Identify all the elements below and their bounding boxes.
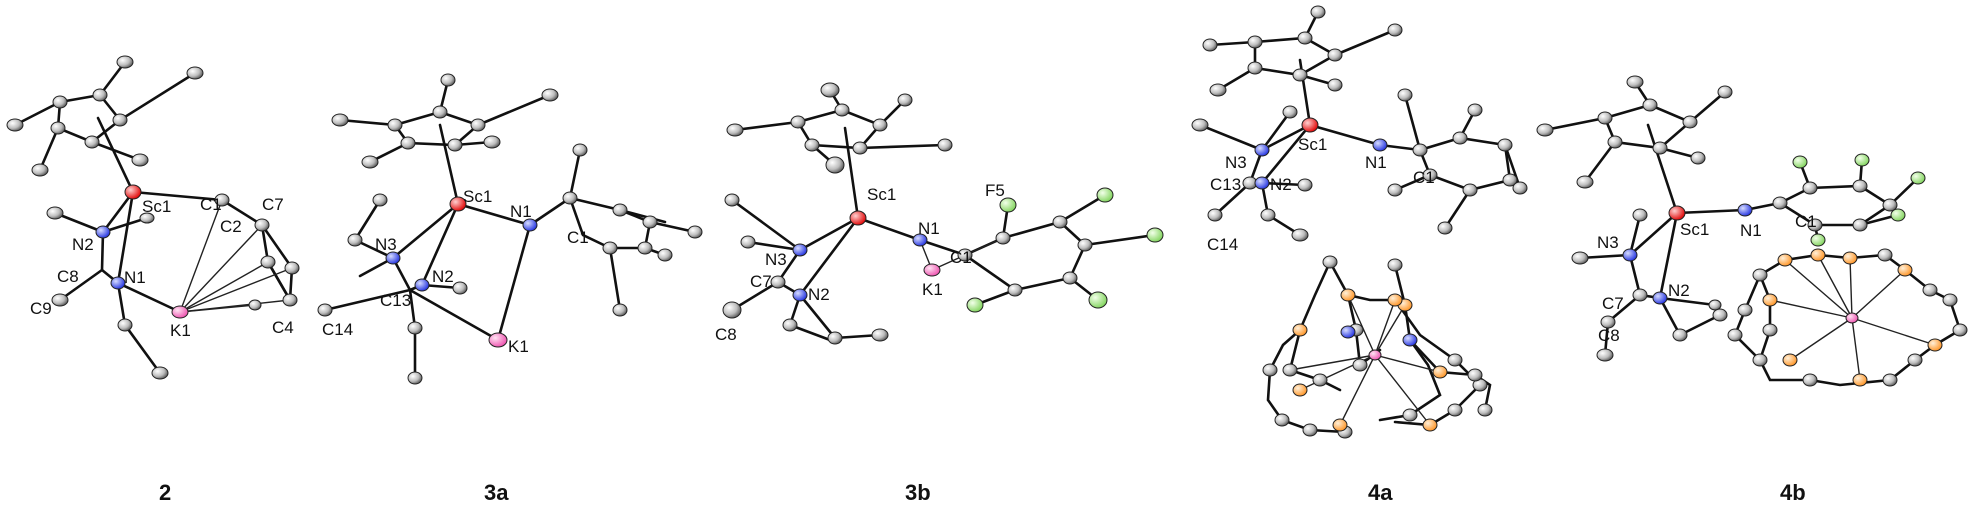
atom-label-c1: C1 — [567, 228, 589, 247]
atom-label-n1: N1 — [1365, 153, 1387, 172]
atom-label-c1: C1 — [950, 248, 972, 267]
cage-contacts — [1289, 294, 1441, 426]
atom-label-c7: C7 — [750, 272, 772, 291]
atom-label-c13: C13 — [1210, 175, 1241, 194]
atom-label-c1: C1 — [1413, 168, 1435, 187]
atom-label-sc1: Sc1 — [463, 187, 492, 206]
atom-label-c14: C14 — [1207, 235, 1238, 254]
panel-2-structure: Sc1 C1 C7 C2 N2 N1 C8 C9 K1 C4 2 — [6, 55, 300, 505]
atom-label-n1: N1 — [510, 202, 532, 221]
atom-label-sc1: Sc1 — [1298, 135, 1327, 154]
atom-label-k1: K1 — [170, 321, 191, 340]
atom-label-f5: F5 — [985, 181, 1005, 200]
atom-label-n2: N2 — [1270, 175, 1292, 194]
panel-label-3b: 3b — [905, 480, 931, 505]
panel-label-2: 2 — [159, 480, 171, 505]
atom-label-c1: C1 — [200, 195, 222, 214]
atom-label-k1: K1 — [922, 280, 943, 299]
atom-label-n2: N2 — [432, 267, 454, 286]
panel-label-4a: 4a — [1368, 480, 1393, 505]
panel-4b-structure: Sc1 N1 C1 N3 C7 N2 C8 4b — [1536, 75, 1968, 505]
atom-label-n2: N2 — [808, 285, 830, 304]
atom-label-n2: N2 — [1668, 281, 1690, 300]
atom-label-c7: C7 — [1602, 294, 1624, 313]
panel-label-4b: 4b — [1780, 480, 1806, 505]
atom-label-c7: C7 — [262, 195, 284, 214]
atom-label-c1: C1 — [1795, 212, 1817, 231]
atom-label-k1: K1 — [508, 337, 529, 356]
panel-3a-structure: Sc1 N1 N3 C1 N2 C13 C14 K1 3a — [317, 73, 703, 505]
atom-label-c4: C4 — [272, 318, 294, 337]
atom-label-c8: C8 — [1598, 326, 1620, 345]
atom-label-sc1: Sc1 — [1680, 220, 1709, 239]
atom-label-n2: N2 — [72, 235, 94, 254]
atom-label-n3: N3 — [1597, 233, 1619, 252]
panel-label-3a: 3a — [484, 480, 509, 505]
atom-label-c2: C2 — [220, 217, 242, 236]
atom-label-c8: C8 — [715, 325, 737, 344]
atom-label-n3: N3 — [765, 250, 787, 269]
atom-label-sc1: Sc1 — [142, 197, 171, 216]
panel-3b-structure: Sc1 F5 N1 N3 C1 C7 K1 N2 C8 3b — [715, 82, 1164, 505]
crown-contacts — [1769, 254, 1936, 381]
atom-label-n1: N1 — [1740, 221, 1762, 240]
atom-label-n1: N1 — [124, 268, 146, 287]
atom-label-n1: N1 — [918, 219, 940, 238]
atom-label-c13: C13 — [380, 291, 411, 310]
atom-label-c8: C8 — [57, 267, 79, 286]
atom-label-c9: C9 — [30, 299, 52, 318]
atom-label-c14: C14 — [322, 320, 353, 339]
atom-label-n3: N3 — [375, 235, 397, 254]
atom-label-n3: N3 — [1225, 153, 1247, 172]
atom-label-sc1: Sc1 — [867, 185, 896, 204]
panel-4a-structure: Sc1 N1 N3 C1 C13 N2 C14 4a — [1191, 5, 1528, 505]
